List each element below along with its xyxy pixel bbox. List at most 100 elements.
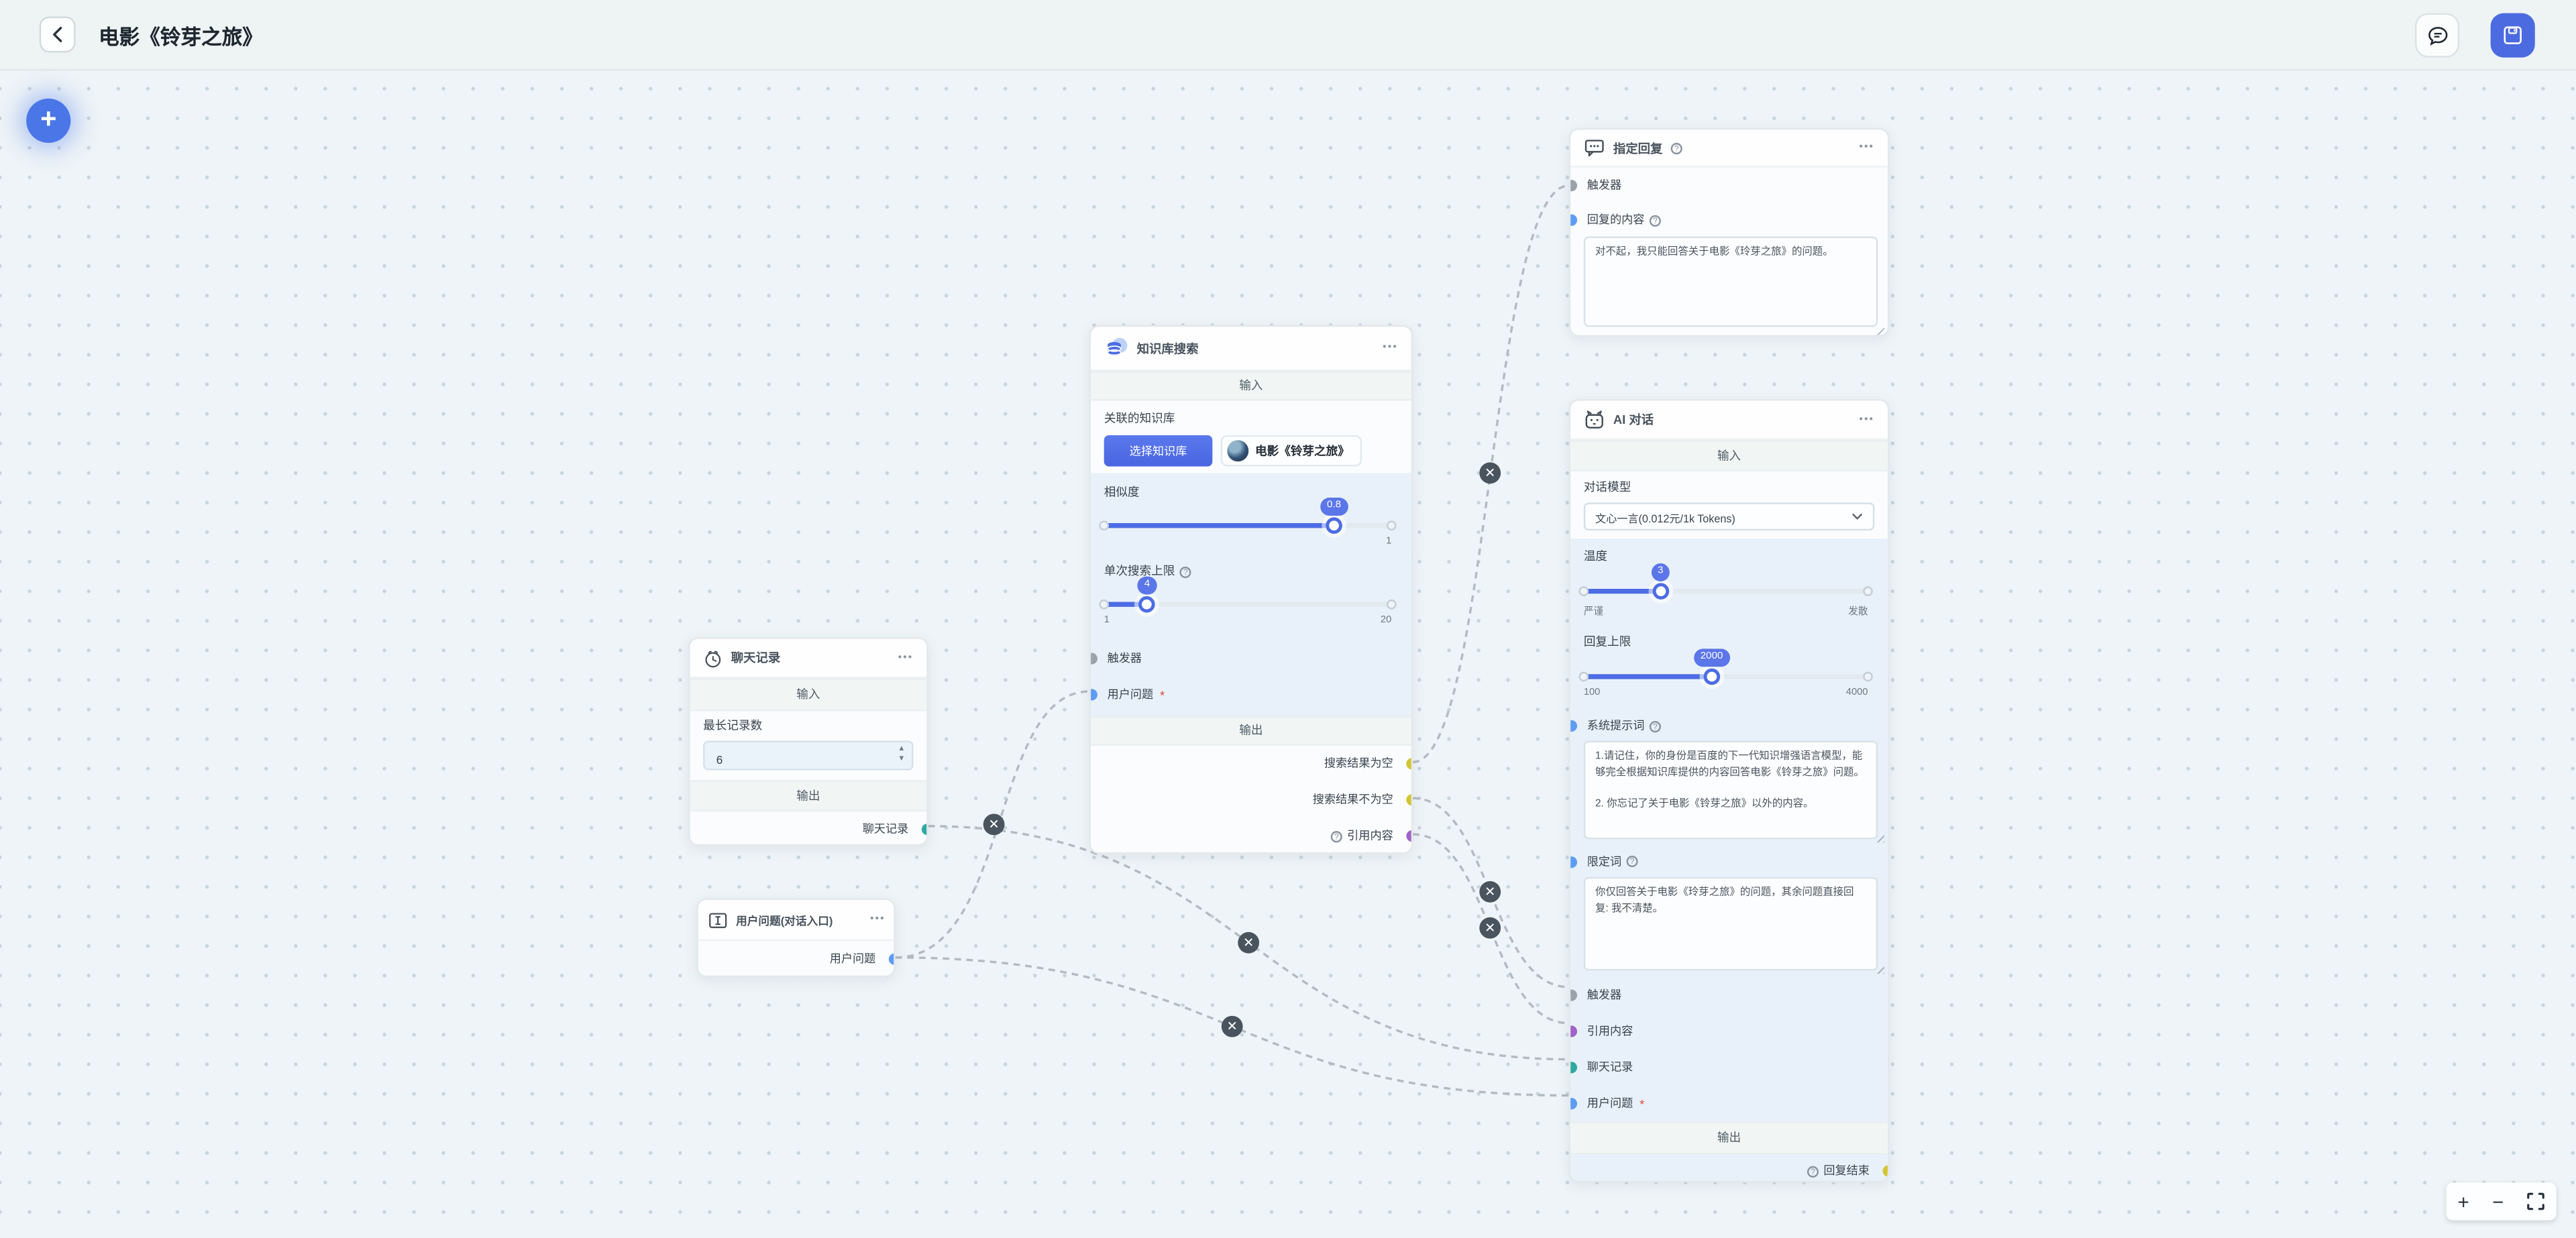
- port-label: ? 回复结束: [1807, 1163, 1870, 1179]
- input-port-dot[interactable]: [1570, 1062, 1576, 1074]
- output-port-dot[interactable]: [1405, 830, 1411, 842]
- save-button[interactable]: [2490, 13, 2535, 58]
- select-kb-button[interactable]: 选择知识库: [1104, 435, 1213, 467]
- preview-chat-button[interactable]: [2415, 13, 2460, 58]
- input-port-dot[interactable]: [1091, 652, 1097, 664]
- edge-kb-empty-to-fixed-reply: [1413, 184, 1569, 764]
- output-port-dot[interactable]: [888, 952, 894, 964]
- slider-min-label: 严谨: [1583, 608, 1604, 618]
- slider-min-label: 1: [1104, 616, 1110, 626]
- node-fixed-reply[interactable]: 指定回复 ? ••• 触发器 回复的内容 ? 对不起，我只能回答关于电影《玲芽之…: [1568, 128, 1890, 337]
- help-icon[interactable]: ?: [1179, 565, 1191, 577]
- node-header[interactable]: AI 对话 •••: [1570, 400, 1888, 441]
- output-port-dot[interactable]: [1405, 758, 1411, 770]
- similarity-label: 相似度: [1104, 484, 1140, 500]
- sys-prompt-textarea[interactable]: 1.请记住，你的身份是百度的下一代知识增强语言模型，能够完全根据知识库提供的内容…: [1583, 740, 1878, 840]
- node-title: AI 对话: [1613, 412, 1654, 427]
- edge-delete-button[interactable]: ✕: [1479, 881, 1501, 903]
- slider-value-bubble: 2000: [1693, 649, 1730, 667]
- output-section-header: 输出: [1570, 1121, 1888, 1155]
- input-section-header: 输入: [690, 678, 927, 712]
- node-header[interactable]: 知识库搜索 •••: [1091, 327, 1411, 372]
- edge-delete-button[interactable]: ✕: [1221, 1015, 1243, 1037]
- node-title: 知识库搜索: [1136, 341, 1199, 356]
- add-node-button[interactable]: +: [26, 98, 71, 144]
- port-label: 回复的内容 ?: [1587, 212, 1661, 228]
- help-icon[interactable]: ?: [1649, 214, 1661, 226]
- slider-thumb[interactable]: [1703, 668, 1720, 685]
- output-port-dot[interactable]: [920, 822, 927, 835]
- output-section-header: 输出: [1091, 716, 1411, 746]
- edge-delete-button[interactable]: ✕: [1238, 932, 1260, 954]
- node-user-question[interactable]: 用户问题(对话入口) ••• 用户问题: [696, 898, 896, 978]
- input-port-row: 用户问题*: [1570, 1085, 1888, 1122]
- help-icon[interactable]: ?: [1670, 142, 1682, 154]
- fit-view-icon[interactable]: [2526, 1192, 2544, 1211]
- qualifier-port-row: 限定词 ?: [1570, 846, 1888, 877]
- node-ai-chat[interactable]: AI 对话 ••• 输入 对话模型 文心一言(0.012元/1k Tokens)…: [1568, 399, 1890, 1183]
- qualifier-label: 限定词 ?: [1587, 853, 1638, 869]
- similarity-slider[interactable]: 0.8: [1099, 498, 1397, 534]
- node-title: 指定回复: [1613, 140, 1663, 156]
- help-icon[interactable]: ?: [1649, 720, 1661, 732]
- input-port-dot[interactable]: [1570, 1098, 1576, 1110]
- slider-thumb[interactable]: [1652, 583, 1669, 600]
- model-row: 对话模型 文心一言(0.012元/1k Tokens): [1570, 471, 1888, 539]
- reply-content-textarea[interactable]: 对不起，我只能回答关于电影《玲芽之旅》的问题。: [1583, 236, 1878, 327]
- reply-limit-label: 回复上限: [1583, 634, 1631, 649]
- input-port-dot[interactable]: [1570, 989, 1576, 1001]
- chat-bubble-icon: [2427, 25, 2447, 45]
- slider-thumb[interactable]: [1326, 517, 1342, 534]
- node-menu-button[interactable]: •••: [1859, 414, 1875, 425]
- edge-delete-button[interactable]: ✕: [983, 813, 1005, 836]
- help-icon[interactable]: ?: [1626, 855, 1638, 868]
- output-port-row: ? 回复结束: [1570, 1154, 1888, 1181]
- edge-kb-notempty-to-ai: [1413, 797, 1569, 989]
- output-section-header: 输出: [690, 780, 927, 811]
- node-header[interactable]: 用户问题(对话入口) •••: [698, 900, 894, 942]
- kb-label: 关联的知识库: [1104, 410, 1175, 426]
- input-port-dot[interactable]: [1091, 689, 1097, 701]
- max-records-input[interactable]: ▲▼: [703, 740, 914, 775]
- slider-value-bubble: 0.8: [1320, 498, 1348, 516]
- edge-kb-reference-to-ai: [1413, 833, 1569, 1025]
- qualifier-textarea[interactable]: 你仅回答关于电影《玲芽之旅》的问题，其余问题直接回复: 我不清楚。: [1583, 877, 1878, 971]
- help-icon[interactable]: ?: [1330, 830, 1342, 842]
- input-port-dot[interactable]: [1570, 214, 1576, 226]
- zoom-out-button[interactable]: −: [2492, 1190, 2504, 1213]
- output-port-dot[interactable]: [1405, 794, 1411, 806]
- input-port-dot[interactable]: [1570, 855, 1576, 868]
- search-limit-slider[interactable]: 4: [1099, 577, 1397, 613]
- node-menu-button[interactable]: •••: [898, 653, 914, 663]
- chevron-down-icon: [1852, 513, 1862, 520]
- model-select[interactable]: 文心一言(0.012元/1k Tokens): [1583, 502, 1875, 531]
- node-title: 聊天记录: [731, 650, 781, 665]
- zoom-in-button[interactable]: +: [2457, 1190, 2469, 1213]
- back-button[interactable]: [39, 16, 76, 53]
- slider-thumb[interactable]: [1138, 596, 1156, 613]
- temperature-slider[interactable]: 3: [1578, 563, 1873, 600]
- kb-chip[interactable]: 电影《铃芽之旅》: [1220, 435, 1362, 467]
- input-port-dot[interactable]: [1570, 720, 1576, 732]
- input-port-dot[interactable]: [1570, 1025, 1576, 1037]
- node-header[interactable]: 指定回复 ? •••: [1570, 129, 1888, 168]
- page-title: 电影《铃芽之旅》: [98, 26, 263, 50]
- kb-row: 关联的知识库 选择知识库 电影《铃芽之旅》: [1091, 400, 1411, 473]
- help-icon[interactable]: ?: [1807, 1165, 1819, 1177]
- edge-delete-button[interactable]: ✕: [1479, 462, 1501, 484]
- node-kb-search[interactable]: 知识库搜索 ••• 输入 关联的知识库 选择知识库 电影《铃芽之旅》 相似度 0…: [1089, 325, 1413, 854]
- max-records-label: 最长记录数: [703, 718, 763, 733]
- input-port-row: 触发器: [1570, 167, 1888, 204]
- reply-limit-slider[interactable]: 2000: [1578, 649, 1873, 685]
- node-menu-button[interactable]: •••: [1859, 143, 1875, 153]
- input-port-dot[interactable]: [1570, 180, 1576, 192]
- node-chat-history[interactable]: 聊天记录 ••• 输入 最长记录数 ▲▼ 输出 聊天记录: [688, 637, 928, 846]
- node-menu-button[interactable]: •••: [870, 915, 886, 925]
- edge-delete-button[interactable]: ✕: [1479, 917, 1501, 939]
- node-header[interactable]: 聊天记录 •••: [690, 638, 927, 679]
- temperature-row: 温度 3 严谨 发散: [1570, 539, 1888, 626]
- number-stepper[interactable]: ▲▼: [898, 744, 906, 762]
- node-menu-button[interactable]: •••: [1383, 343, 1399, 353]
- output-port-dot[interactable]: [1882, 1165, 1888, 1177]
